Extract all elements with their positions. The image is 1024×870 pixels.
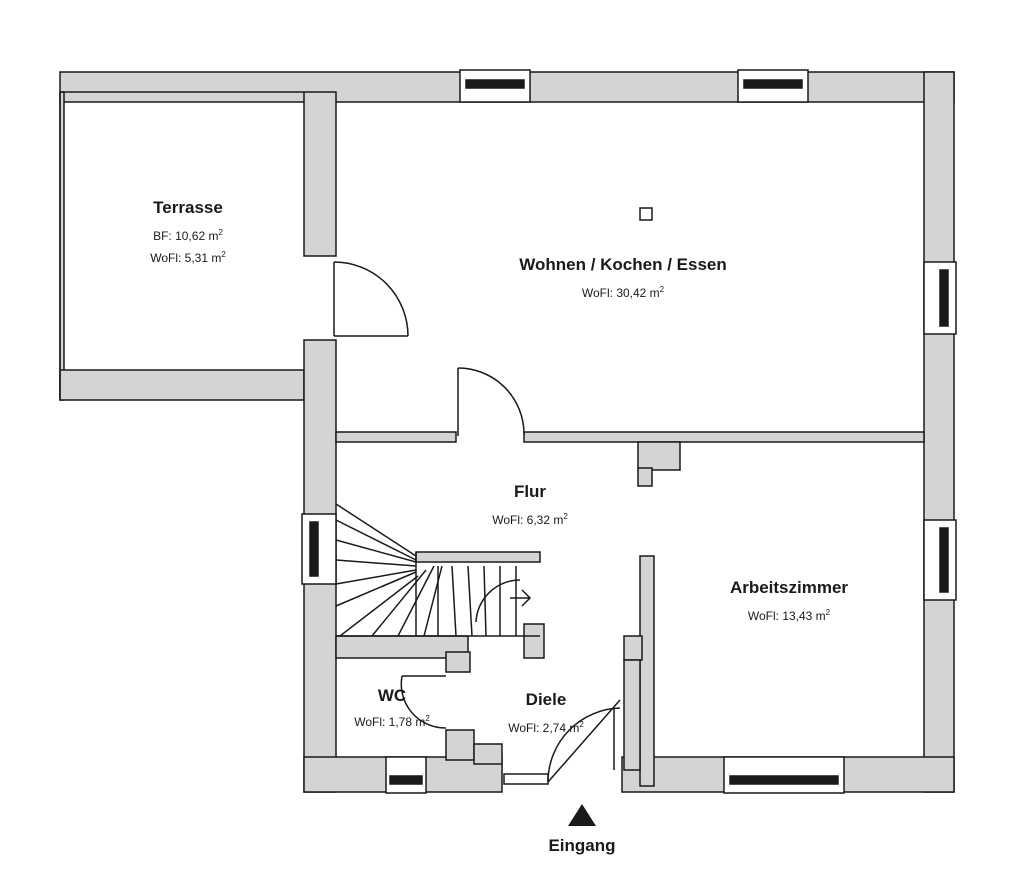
wc-name: WC [377,686,407,705]
door-terrace [333,261,409,337]
walls [59,71,955,793]
windows [301,69,957,794]
wall-interior-living-left [335,431,457,443]
wc-area: WoFl: 1,78 m2 [354,714,430,729]
entrance-label: Eingang [548,836,616,855]
door-living [457,367,525,436]
wall-office-west [639,555,655,787]
flur-name: Flur [513,482,547,501]
window-bottom-wc [385,756,427,794]
terrace-outline [59,91,304,400]
arbeitszimmer-name: Arbeitszimmer [729,578,849,597]
terrasse-name: Terrasse [153,198,223,217]
window-east-2 [923,519,957,601]
window-entrance-side [503,773,549,785]
window-bottom-office [723,756,845,794]
chimney-shaft [637,467,653,487]
wall-terrace-divider-upper [303,91,337,257]
wall-wc-east-step [473,743,503,765]
wall-wc-stair-end [523,623,545,659]
wall-office-west-base [623,659,641,771]
doors [333,261,621,783]
entrance-arrow-icon [568,804,596,826]
wall-office-west-notch [623,635,643,661]
flur-area: WoFl: 6,32 m2 [492,512,568,527]
stair-landing [415,551,541,563]
window-top-2 [737,69,809,103]
wall-interior-living-right [523,431,925,443]
staircase [335,503,541,637]
door-entrance [547,699,621,783]
terrasse-area-bf: BF: 10,62 m2 [153,228,223,243]
door-stair [475,579,521,623]
wall-wc-east [445,729,475,761]
terrasse-area-wofl: WoFl: 5,31 m2 [150,250,226,265]
window-west [301,513,337,585]
wohnen-area: WoFl: 30,42 m2 [581,285,665,300]
window-top-1 [459,69,531,103]
arbeitszimmer-area: WoFl: 13,43 m2 [747,608,831,623]
chimney [637,441,681,471]
door-wc [400,675,447,729]
column-marker [639,207,653,221]
wohnen-name: Wohnen / Kochen / Essen [519,255,727,274]
wall-wc-top-step [445,651,471,673]
wall-east [923,71,955,793]
diele-area: WoFl: 2,74 m2 [508,720,584,735]
window-east-1 [923,261,957,335]
wall-terrace-bottom [59,369,305,401]
diele-name: Diele [525,690,567,709]
